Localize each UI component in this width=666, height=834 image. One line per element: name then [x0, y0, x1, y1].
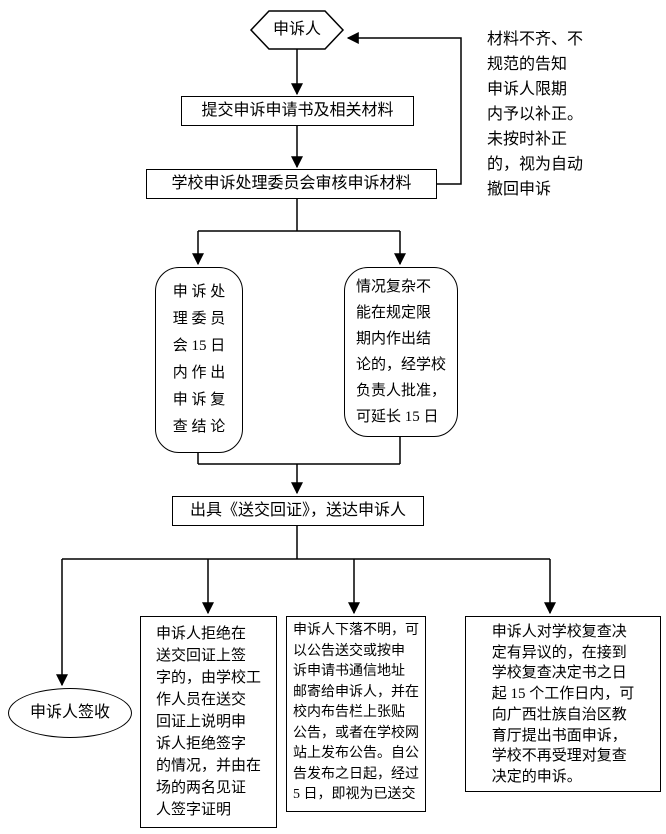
committee-review-box: 学校申诉处理委员会审核申诉材料 [146, 169, 437, 199]
whereabouts-unknown-text: 申诉人下落不明，可 以公告送交或按申 诉申请书通信地址 邮寄给申诉人，并在 校内… [293, 623, 419, 802]
correction-note: 材料不齐、不 规范的告知 申诉人限期 内予以补正。 未按时补正 的，视为自动 撤… [487, 31, 584, 198]
disagree-appeal-text: 申诉人对学校复查决 定有异议的，在接到 学校复查决定书之日 起 15 个工作日内… [491, 624, 635, 785]
delivery-receipt-box: 出具《送交回证》，送达申诉人 [172, 496, 424, 526]
refuse-sign-text: 申诉人拒绝在 送交回证上签 字的，由学校工 作人员在送交 回证上说明申 诉人拒绝… [155, 626, 261, 818]
disagree-appeal-box: 申诉人对学校复查决 定有异议的，在接到 学校复查决定书之日 起 15 个工作日内… [465, 616, 661, 792]
extension-text: 情况复杂不 能在规定限 期内作出结 论的，经学校 负责人批准， 可延长 15 日 [355, 279, 446, 425]
review-conclusion-box: 申 诉 处 理 委 员 会 15 日 内 作 出 申 诉 复 查 结 论 [155, 267, 243, 453]
appellant-hexagon: 申诉人 [272, 21, 321, 39]
whereabouts-unknown-box: 申诉人下落不明，可 以公告送交或按申 诉申请书通信地址 邮寄给申诉人，并在 校内… [286, 616, 426, 812]
extension-box: 情况复杂不 能在规定限 期内作出结 论的，经学校 负责人批准， 可延长 15 日 [344, 267, 458, 437]
submit-materials-box: 提交申诉申请书及相关材料 [181, 96, 414, 126]
hexagon-shape [249, 10, 345, 50]
appellant-sign-ellipse: 申诉人签收 [8, 688, 132, 738]
refuse-sign-box: 申诉人拒绝在 送交回证上签 字的，由学校工 作人员在送交 回证上说明申 诉人拒绝… [140, 616, 277, 828]
